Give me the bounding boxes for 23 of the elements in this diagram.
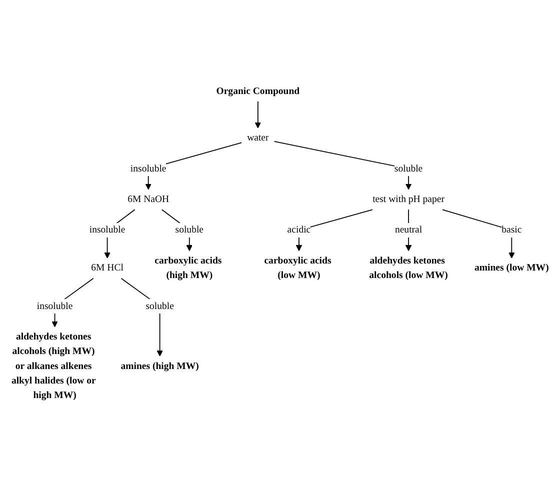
node-text: water [247, 132, 269, 144]
node-text: amines (low MW) [474, 263, 549, 274]
edge-label: neutral [394, 225, 422, 236]
node-text: carboxylic acids (high MW) [154, 256, 222, 281]
edge-label: insoluble [36, 301, 73, 312]
edge-label: soluble [146, 301, 174, 312]
edge-label: acidic [287, 225, 311, 236]
edge-label: soluble [394, 164, 423, 174]
arrow [442, 209, 515, 258]
edge-label: insoluble [89, 225, 126, 236]
arrow [296, 209, 373, 252]
node-text: 6M HCl [91, 263, 124, 274]
node-text: test with pH paper [372, 194, 444, 205]
edge-label: basic [502, 225, 522, 236]
edge-label: soluble [175, 225, 204, 236]
node-text: carboxylic acids (low MW) [264, 256, 332, 281]
node-text: 6M NaOH [128, 194, 170, 205]
node-text: Organic Compound [216, 86, 300, 97]
node-text: aldehydes ketones alcohols (high MW) or alkanes alkenes alkyl halides (low or high MW) [11, 332, 96, 401]
edge-label: insoluble [130, 164, 166, 174]
node-text: amines (high MW) [120, 361, 199, 372]
arrow [254, 101, 261, 128]
node-text: aldehydes ketones alcohols (low MW) [369, 256, 448, 281]
